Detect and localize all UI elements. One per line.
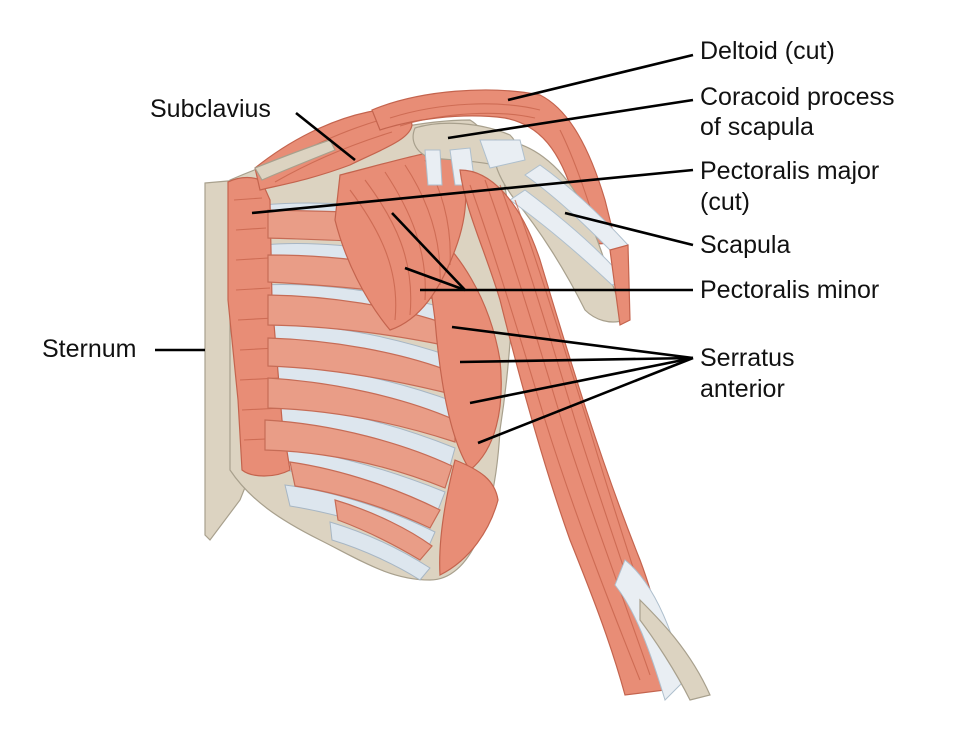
label-sternum: Sternum [42, 335, 137, 363]
leader-pec-minor-b [404, 266, 466, 292]
leader-pec-major [251, 168, 694, 215]
leader-scapula [564, 211, 694, 247]
leader-deltoid [507, 53, 694, 102]
label-pec-major-line1: Pectoralis major [700, 157, 880, 185]
leader-serratus-c [469, 356, 694, 405]
leader-serratus-b [459, 356, 694, 364]
label-deltoid: Deltoid (cut) [700, 37, 835, 65]
label-scapula: Scapula [700, 231, 791, 259]
leader-serratus-a [451, 325, 694, 360]
label-subclavius: Subclavius [150, 95, 271, 123]
label-pec-major-line2: (cut) [700, 188, 750, 216]
leader-subclavius [295, 111, 356, 162]
clavicle-region [254, 139, 336, 181]
pec-minor-fibers [349, 159, 451, 321]
label-serratus-line2: anterior [700, 375, 785, 403]
leader-coracoid [447, 98, 694, 140]
forearm-bone [639, 598, 711, 701]
label-coracoid-line1: Coracoid process [700, 83, 895, 111]
label-serratus-line1: Serratus [700, 344, 795, 372]
label-coracoid-line2: of scapula [700, 113, 814, 141]
leader-serratus-d [477, 356, 694, 445]
scapula-cut-muscle [609, 244, 631, 326]
leader-pec-minor-a [391, 212, 466, 291]
label-pec-minor: Pectoralis minor [700, 276, 880, 304]
